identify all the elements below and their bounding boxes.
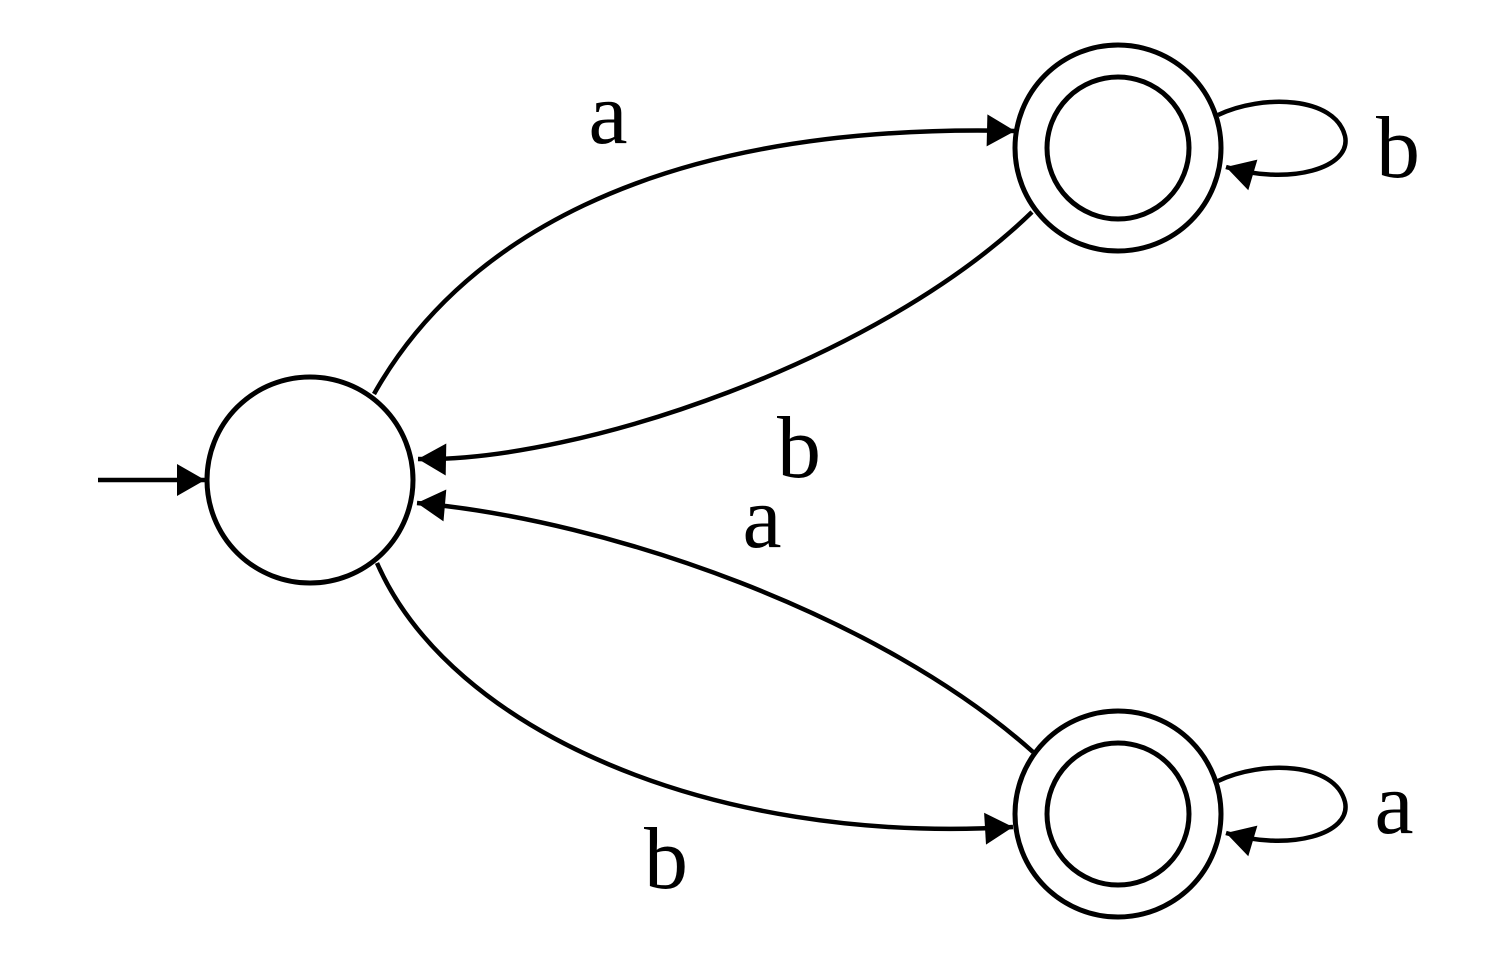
edge-bottom-to-initial (416, 489, 1035, 754)
edge-label-initial-to-bottom: b (644, 811, 688, 908)
edge-initial-to-top (372, 114, 1016, 396)
selfloop-top-state (1217, 99, 1348, 191)
selfloop-label-bottom-state: a (1374, 756, 1413, 853)
initial-state-circle (204, 374, 416, 586)
edge-top-to-initial (417, 210, 1034, 476)
top-accepting-state-inner-circle (1044, 74, 1192, 222)
edge-label-top-to-initial: b (777, 400, 821, 497)
selfloop-bottom-state (1217, 765, 1348, 857)
edge-label-initial-to-top: a (588, 66, 627, 163)
top-accepting-state-outer-circle (1012, 42, 1224, 254)
bottom-accepting-state-inner-circle (1044, 740, 1192, 888)
edge-initial-to-bottom (374, 562, 1014, 845)
edge-label-bottom-to-initial: a (742, 470, 781, 567)
bottom-accepting-state-outer-circle (1012, 708, 1224, 920)
selfloop-label-top-state: b (1376, 100, 1420, 197)
